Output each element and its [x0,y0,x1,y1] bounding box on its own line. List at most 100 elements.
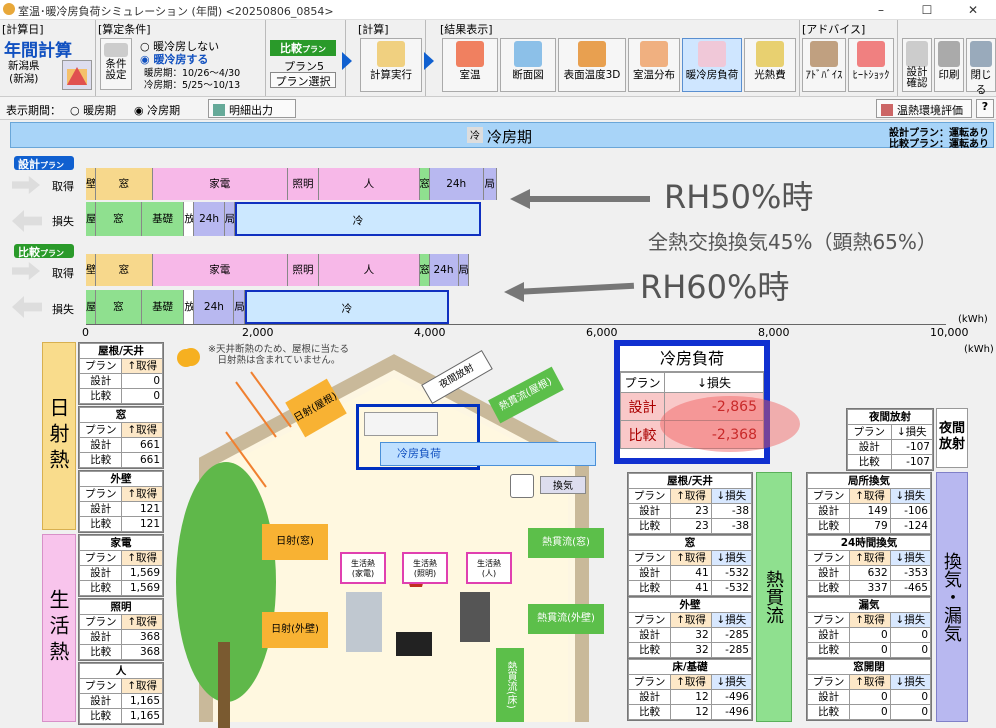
other-group: 設計 確認 印刷 閉じる [900,20,996,96]
minimize-button[interactable]: – [878,3,884,17]
design-check-button[interactable]: 設計 確認 [902,38,932,92]
gain-arrow-icon [12,176,40,194]
hrv-label: 全熱交換換気45%（顕熱65%） [648,230,937,254]
window-title: 室温･暖冷房負荷シミュレーション (年間) <20250806_0854> [18,5,334,18]
window-sun-arrow: 日射(窓) [262,524,328,560]
highlight-ellipse [660,396,800,452]
close-button[interactable]: ✕ [967,3,979,17]
compare-plan: プラン5 [284,60,324,73]
tick-8000: 8,000 [758,326,790,339]
cooling-load-arrow: 冷房負荷 [380,442,596,466]
axis-unit: (kWh) [958,314,988,325]
3d-icon [578,41,606,67]
run-calc-button[interactable]: 計算実行 [360,38,422,92]
bar-seg-cg-3: 照明 [287,254,320,286]
tick-10000: 10,000 [930,326,969,339]
maximize-button[interactable]: ☐ [921,3,933,17]
bar-seg-cg-2: 家電 [152,254,288,286]
help-button[interactable]: ? [976,99,994,118]
annotation-arrow [509,282,635,296]
print-button[interactable]: 印刷 [934,38,964,92]
calendar-icon[interactable] [62,60,92,90]
loss-arrow-icon [12,296,42,318]
rh60-label: RH60%時 [640,268,790,306]
bar-seg-dg-3: 照明 [287,168,320,200]
thermal-flow-side: 熱貫流 [756,472,792,722]
solar-heat-side: 日射熱 [42,342,76,530]
thermal-eval-button[interactable]: 温熱環境評価 [876,99,972,118]
app-icon [3,3,15,15]
gain-arrow-icon [12,262,40,280]
bar-seg-cl-4: 24h [194,290,235,324]
floor-flow-arrow: 熱貫流(床) [496,648,524,722]
solar-note: ※天井断熱のため、屋根に当たる 日射熱は含まれていません。 [208,344,349,366]
advisor-icon [810,41,838,67]
period-label: 表示期間： [6,104,61,117]
close-app-button[interactable]: 閉じる [966,38,996,96]
thermometer-icon [857,41,885,67]
temp-dist-button[interactable]: 室温分布 [628,38,680,92]
printer-icon [938,41,960,67]
radio-heating[interactable]: ○ 暖房期 [70,104,117,117]
compare-group: 比較プラン プラン5 プラン選択 [266,20,346,96]
radio-cooling[interactable]: ◉ 冷房期 [134,104,181,117]
room-temp-button[interactable]: 室温 [442,38,498,92]
bar-seg-cg-0: 壁 [86,254,96,286]
conditions-caption: [算定条件] [98,23,151,36]
heat-shock-button[interactable]: ﾋｰﾄｼｮｯｸ [848,38,894,92]
cooling-banner: 冷 冷房期 設計プラン：運転あり 比較プラン：運転あり [10,122,994,150]
surface-temp-3d-button[interactable]: 表面温度3D [558,38,626,92]
hvac-load-button[interactable]: 暖冷房負荷 [682,38,742,92]
cool-period: 冷房期：5/25～10/13 [144,80,241,91]
radio-hvac[interactable]: ◉ 暖冷房する [140,53,209,66]
export-button[interactable]: 明細出力 [208,99,296,118]
condition-settings-button[interactable]: 条件 設定 [100,38,132,90]
calculator-icon [377,41,405,67]
cooling-load-title: 冷房負荷 [620,346,764,372]
bar-seg-cl-3: 放 [184,290,195,324]
bar-seg-dl-2: 基礎 [141,202,185,236]
annotation-arrowhead [504,282,524,302]
results-caption: [結果表示] [440,23,493,36]
calc-day-caption: [計算日] [2,23,44,36]
radio-no-hvac[interactable]: ○ 暖冷房しない [140,40,220,53]
plan-select-button[interactable]: プラン選択 [270,72,336,88]
annotation-arrowhead [510,189,530,209]
tick-6000: 6,000 [586,326,618,339]
bar-seg-cg-7: 局 [458,254,469,286]
heat-period: 暖房期：10/26～4/30 [144,68,241,79]
life-heat-side: 生活熱 [42,534,76,722]
compare-cooling-value: -2,368 [664,420,764,449]
utility-cost-button[interactable]: 光熱費 [744,38,796,92]
design-label: 設計 [620,392,665,421]
bar-seg-cg-4: 人 [319,254,420,286]
cooling-load-panel: 冷房負荷 プラン↓損失 設計-2,865 比較-2,368 [614,340,770,464]
bar-seg-dg-1: 窓 [96,168,153,200]
region-label: 新潟県 (新潟) [8,60,40,85]
flow-arrow-icon [424,52,434,70]
bar-seg-dl-5: 局 [224,202,235,236]
compare-button[interactable]: 比較プラン [270,40,336,56]
wall-sun-arrow: 日射(外壁) [262,612,328,648]
fan-icon: 冷 [467,127,483,143]
bar-seg-dl-1: 窓 [96,202,142,236]
conditions-group: [算定条件] 条件 設定 ○ 暖冷房しない ◉ 暖冷房する 暖房期：10/26～… [96,20,266,96]
sun-icon [182,348,200,366]
vent-side: 換気・漏気 [936,472,968,722]
advice-button[interactable]: ｱﾄﾞﾊﾞｲｽ [802,38,846,92]
compare-label: 比較 [620,420,665,449]
check-icon [906,41,928,67]
bar-seg-dg-6: 24h [429,168,484,200]
design-plan-status: 設計プラン：運転あり [889,128,989,139]
bar-seg-dg-5: 窓 [419,168,430,200]
section-button[interactable]: 断面図 [500,38,556,92]
